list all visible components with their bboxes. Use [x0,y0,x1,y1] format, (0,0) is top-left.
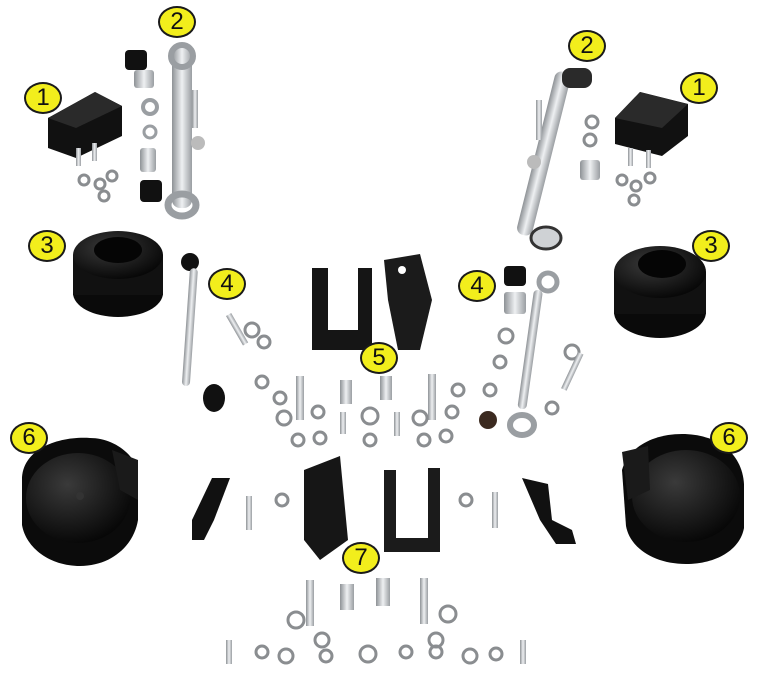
center-brackets [256,254,464,446]
callout-4-left: 4 [208,268,246,300]
callout-7: 7 [342,542,380,574]
coil-spacer-left [73,231,163,317]
callout-6-left: 6 [10,422,48,454]
callout-2-left: 2 [158,6,196,38]
callout-5: 5 [360,342,398,374]
callout-4-right: 4 [458,270,496,302]
callout-1-right: 1 [680,72,718,104]
coil-spacer-right [614,246,706,338]
callout-2-right: 2 [568,30,606,62]
bump-stop-spacer-right [615,92,688,205]
coil-spring-spacer-left [22,438,138,566]
callout-1-left: 1 [24,82,62,114]
sway-bar-link-left [125,45,205,216]
sway-bar-link-right [516,68,600,249]
lower-brackets [192,456,576,664]
callout-3-left: 3 [28,230,66,262]
bump-stop-spacer-left [48,92,122,201]
callout-6-right: 6 [710,422,748,454]
callout-3-right: 3 [692,230,730,262]
